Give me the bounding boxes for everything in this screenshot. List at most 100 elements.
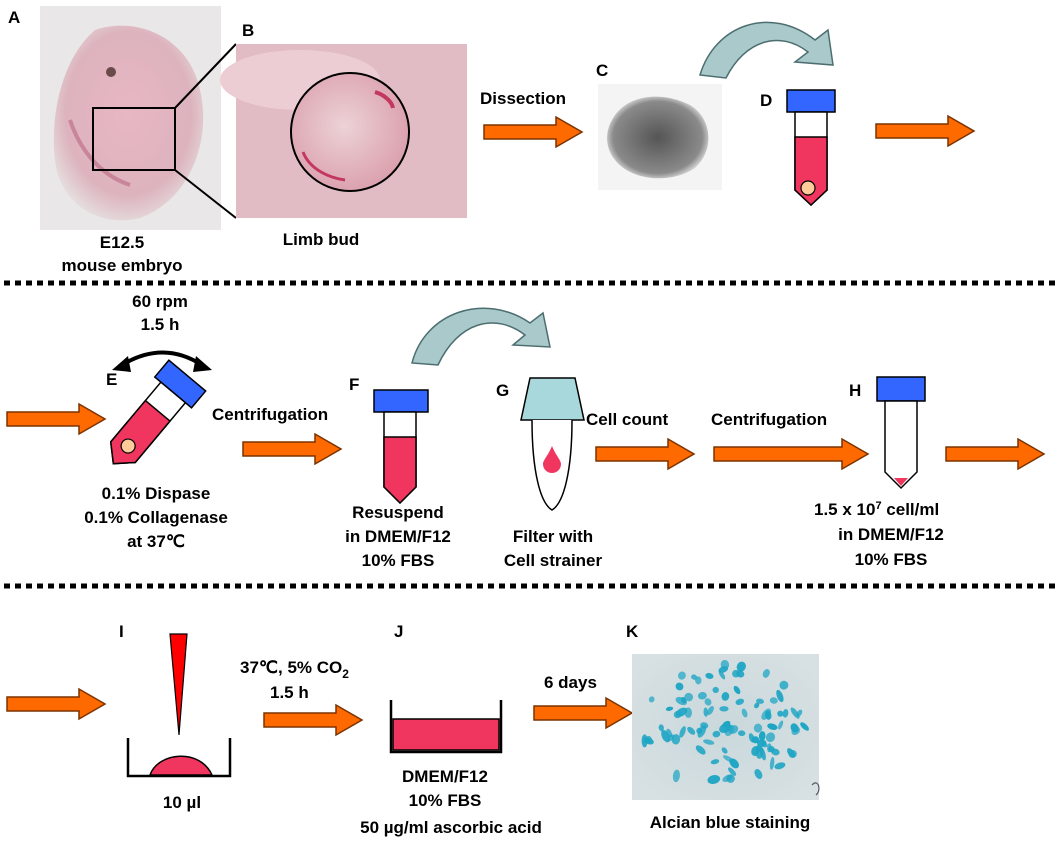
stained-nodule: [645, 735, 652, 743]
stained-nodules: [641, 659, 809, 785]
dissected-tissue-photo: [598, 84, 722, 190]
stained-nodule: [777, 710, 784, 717]
arrow-row1-end: [875, 114, 976, 148]
pipette-tip: [169, 633, 188, 736]
culture-well: [126, 738, 232, 778]
centrifugation-label-2: Centrifugation: [711, 410, 827, 429]
curved-transfer-arrow-2: [411, 307, 551, 366]
stained-nodule: [677, 671, 686, 680]
rotation-arrowhead-left: [112, 356, 131, 372]
stained-nodule: [695, 745, 706, 755]
stained-nodule: [675, 682, 684, 691]
stained-nodule: [761, 708, 772, 720]
stained-nodule: [671, 734, 681, 745]
stained-nodule: [704, 698, 712, 706]
stained-nodule: [769, 697, 778, 704]
stained-nodule: [710, 759, 720, 765]
stained-nodule: [779, 680, 789, 690]
stained-nodule: [687, 726, 696, 735]
culture-duration: 6 days: [544, 673, 597, 692]
stained-nodule: [761, 742, 768, 748]
stained-nodule: [738, 730, 746, 737]
enzyme-collagenase: 0.1% Collagenase: [84, 508, 228, 527]
stained-nodule: [736, 661, 746, 672]
stained-nodule: [751, 746, 760, 757]
stained-nodule: [707, 774, 721, 785]
panel-letter-k: K: [626, 622, 639, 641]
micromass-drop: [148, 755, 214, 776]
stained-nodule: [758, 731, 766, 742]
stained-nodule: [735, 698, 745, 705]
medium-caption-1: DMEM/F12: [402, 767, 488, 786]
stained-nodule: [762, 668, 770, 678]
arrow-dissection: [483, 115, 584, 149]
stained-nodule: [800, 722, 809, 731]
panel-letter-j: J: [394, 622, 403, 641]
stained-nodule: [721, 747, 728, 754]
arrow-culture: [533, 696, 634, 730]
stained-nodule: [754, 702, 760, 709]
stained-nodule: [658, 724, 664, 732]
stained-nodule: [721, 692, 730, 701]
stained-nodule: [666, 728, 673, 738]
enzyme-temperature: at 37℃: [127, 532, 185, 551]
stained-nodule: [741, 708, 748, 718]
stained-nodule: [672, 769, 680, 783]
medium-caption-2: 10% FBS: [409, 791, 482, 810]
cell-suspension-drop: [543, 446, 561, 473]
tube-f: [373, 389, 429, 505]
panel-letter-c: C: [596, 61, 608, 80]
stained-nodule: [675, 707, 688, 717]
medium-caption-3: 50 µg/ml ascorbic acid: [360, 818, 542, 837]
rotation-arrowhead-right: [193, 356, 212, 372]
stained-nodule: [722, 720, 731, 728]
embryo-photo: [40, 6, 221, 230]
stained-nodule: [733, 685, 741, 695]
stained-nodule: [720, 659, 730, 670]
alcian-blue-photo: [632, 654, 820, 800]
stained-nodule: [712, 686, 719, 694]
stained-nodule: [782, 709, 789, 718]
zoom-line-top: [174, 43, 237, 109]
limb-bud-photo: [220, 44, 467, 218]
stained-nodule: [767, 723, 778, 731]
stained-nodule: [788, 749, 797, 759]
stained-nodule: [707, 706, 714, 715]
centrifugation-label-1: Centrifugation: [212, 405, 328, 424]
stained-nodule: [722, 774, 733, 782]
cell-strainer-tube: [520, 377, 585, 511]
zoom-line-bottom: [174, 169, 237, 219]
limb-bud-caption: Limb bud: [283, 230, 359, 249]
stained-nodule: [753, 723, 763, 733]
tube-e: [109, 359, 207, 465]
filter-caption-1: Filter with: [513, 527, 593, 546]
arrow-row2-end: [945, 437, 1046, 471]
stained-nodule: [732, 669, 740, 678]
embryo-caption-stage: E12.5: [100, 233, 144, 252]
rotation-arc: [120, 350, 204, 367]
tube-d: [786, 89, 836, 207]
stained-nodule: [703, 707, 709, 717]
stained-nodule: [756, 698, 764, 704]
panel-letter-b: B: [242, 21, 254, 40]
curved-transfer-arrow-1: [699, 21, 834, 79]
arrow-cell-count: [595, 437, 696, 471]
stained-nodule: [719, 706, 729, 712]
stained-nodule: [648, 696, 655, 703]
panel-letter-d: D: [760, 91, 772, 110]
embryo-caption-name: mouse embryo: [62, 256, 183, 275]
resuspend-caption-3: 10% FBS: [362, 551, 435, 570]
stained-nodule: [791, 726, 801, 736]
arrow-centrifugation-2: [713, 437, 870, 471]
density-medium-caption: in DMEM/F12: [838, 525, 944, 544]
stained-nodule: [769, 757, 775, 770]
stained-nodule: [695, 676, 702, 685]
panel-letter-i: I: [119, 622, 124, 641]
stained-nodule: [705, 672, 714, 679]
panel-letter-a: A: [8, 8, 20, 27]
stained-nodule: [703, 739, 715, 745]
culture-medium: [392, 718, 500, 751]
panel-letter-g: G: [496, 381, 509, 400]
arrow-incubation: [263, 703, 364, 737]
rotation-speed: 60 rpm: [132, 292, 188, 311]
